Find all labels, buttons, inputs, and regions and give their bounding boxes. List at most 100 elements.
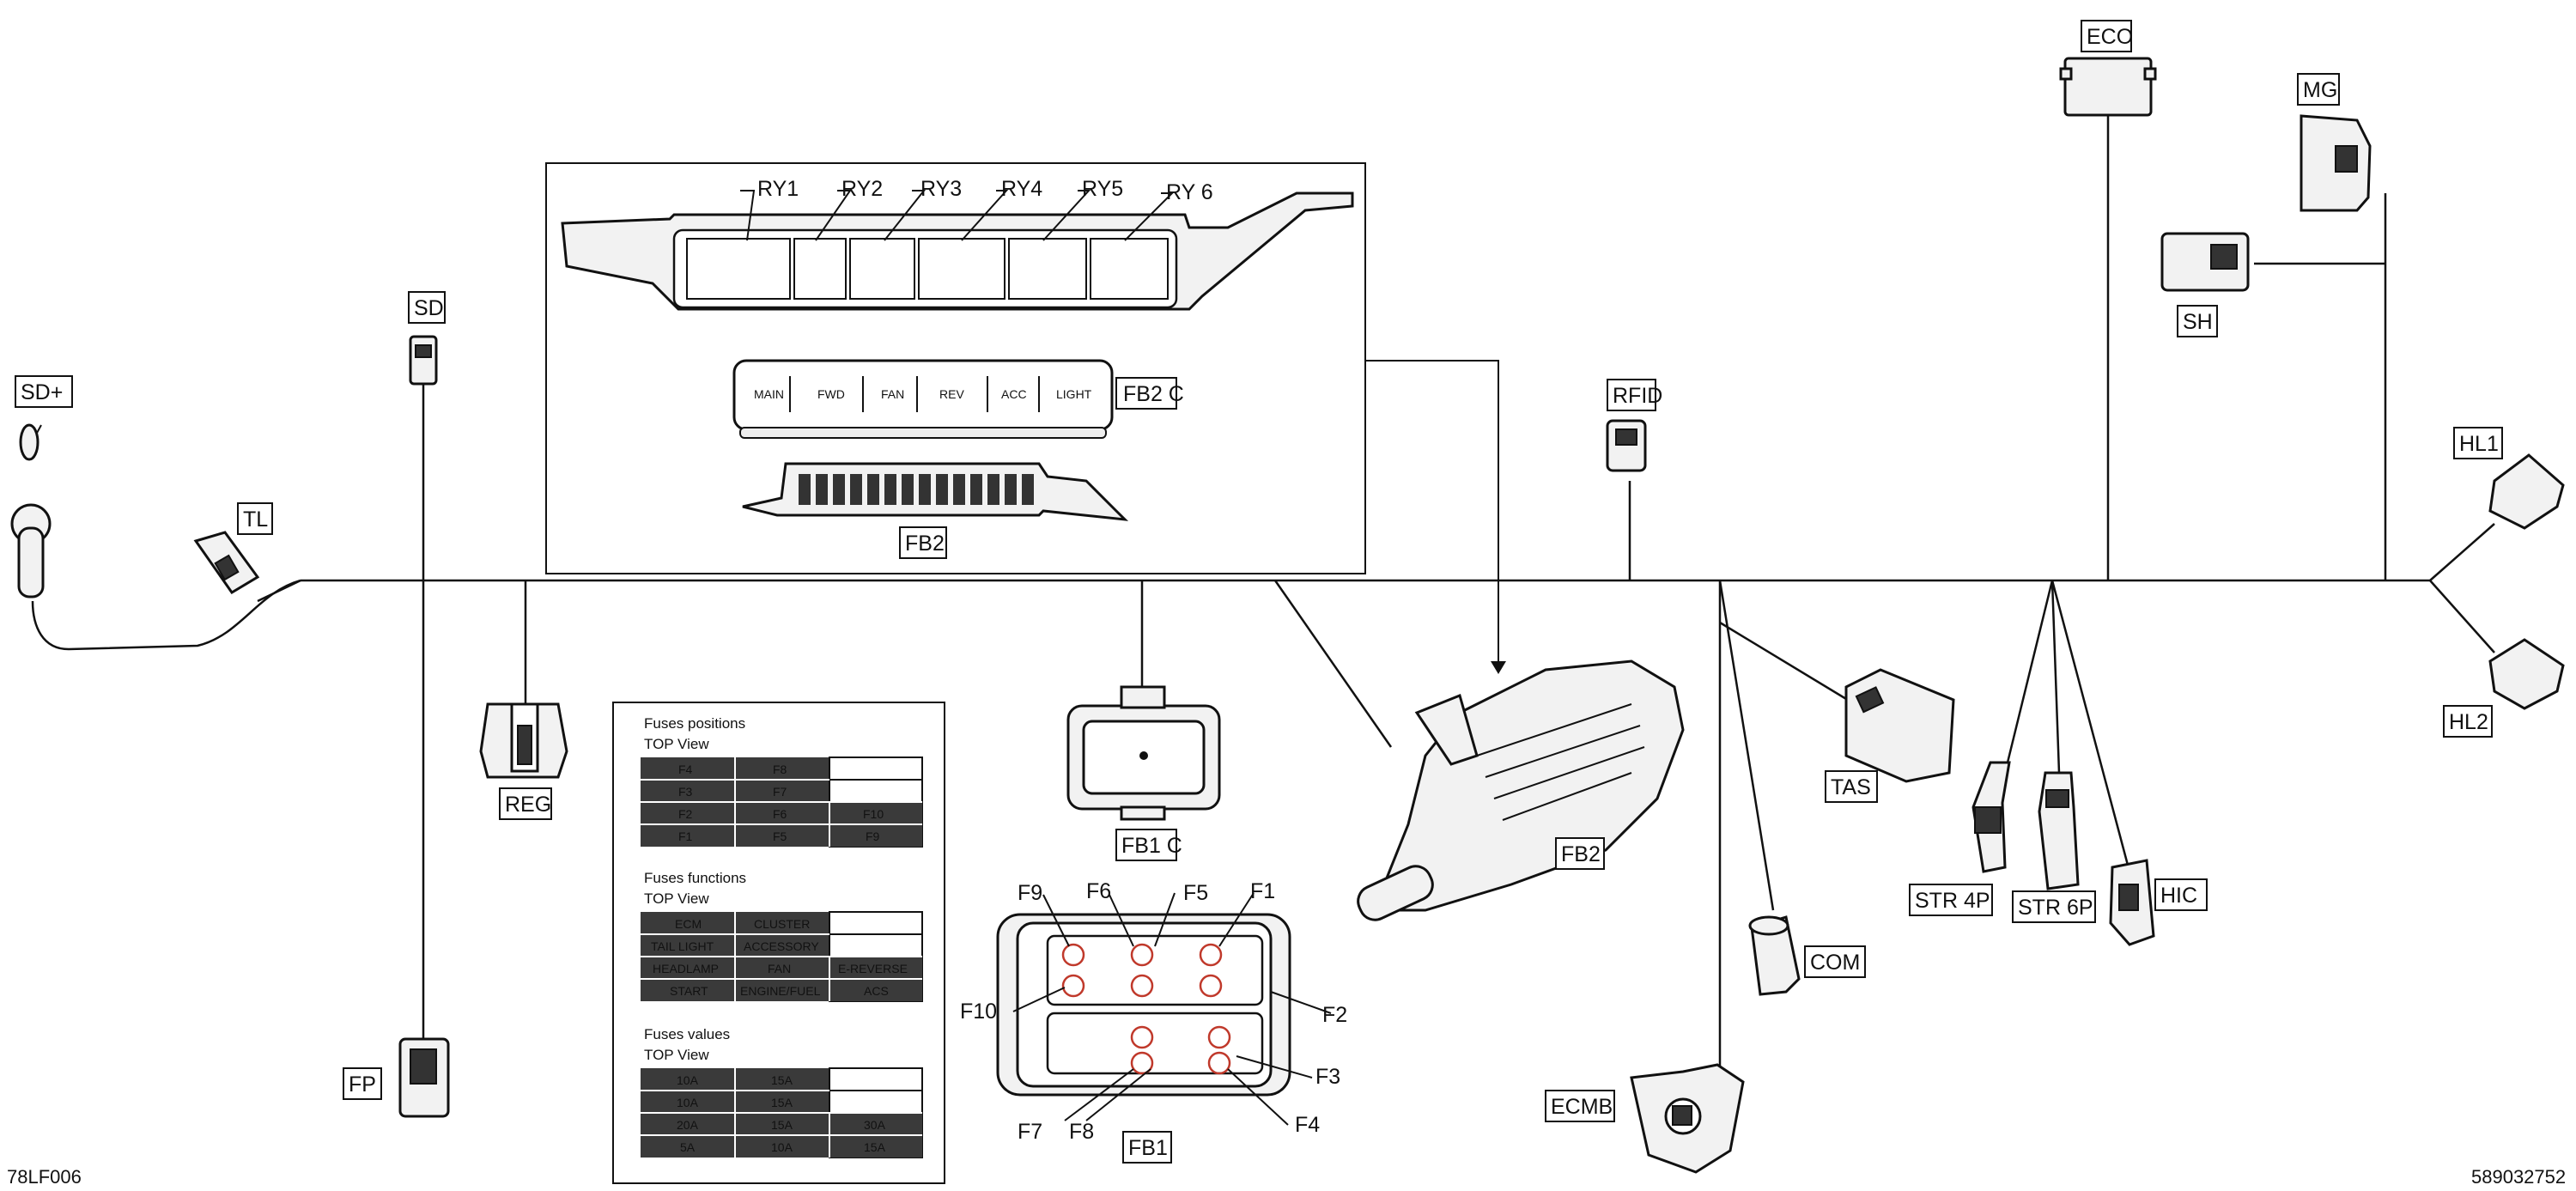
relay-ry2: [793, 238, 847, 300]
func-cell: FAN: [768, 962, 791, 975]
sd-connector: SD: [408, 291, 446, 386]
fuse-positions-title: Fuses positions: [644, 715, 745, 732]
tl-connector: TL: [193, 502, 273, 595]
label-ecmb: ECMB: [1551, 1095, 1613, 1119]
val-cell: 10A: [771, 1140, 793, 1154]
label-hic: HIC: [2160, 884, 2197, 908]
fb1-fuse-f4: F4: [1295, 1113, 1320, 1137]
fuse-functions-table: ECM CLUSTER TAIL LIGHT ACCESSORY HEADLAM…: [641, 911, 923, 1002]
sh-connector: SH: [2160, 232, 2250, 337]
val-cell: 15A: [771, 1073, 793, 1087]
fb1-fuse-f2: F2: [1322, 1003, 1347, 1027]
fuse-values-subtitle: TOP View: [644, 1047, 709, 1063]
relay-label-ry2: RY2: [841, 177, 883, 201]
reg-connector: REG: [479, 702, 568, 820]
val-cell: 5A: [680, 1140, 696, 1154]
label-tl: TL: [243, 507, 268, 532]
fb1-fuse-f1: F1: [1250, 879, 1275, 903]
label-str6p: STR 6P: [2018, 896, 2093, 920]
fb2c-cover: MAIN FWD FAN REV ACC LIGHT FB2 C: [732, 359, 1184, 439]
pos-cell: F3: [678, 785, 693, 799]
fb1-fuse-f6: F6: [1086, 879, 1111, 903]
sd-plus-connector: SD+: [10, 375, 73, 599]
fb1-fuse-f5: F5: [1183, 881, 1208, 905]
hic-connector: HIC: [2109, 859, 2208, 946]
fb2c-slot-fan: FAN: [881, 387, 904, 401]
pos-cell: F5: [773, 829, 787, 843]
func-cell: START: [670, 984, 708, 998]
fb1-fuse-block: FB1 F9 F6 F5 F1 F10 F2 F3 F4 F7 F8: [960, 879, 1347, 1164]
pos-cell: F9: [866, 829, 880, 843]
label-fp: FP: [349, 1073, 376, 1097]
label-hl2: HL2: [2449, 710, 2488, 734]
func-cell: ECM: [675, 917, 702, 931]
func-cell: CLUSTER: [754, 917, 810, 931]
fb1-fuse-f3: F3: [1315, 1065, 1340, 1089]
fb2c-slot-fwd: FWD: [817, 387, 845, 401]
pos-cell: F2: [678, 807, 693, 821]
func-cell: TAIL LIGHT: [651, 939, 714, 953]
pos-cell: F10: [863, 807, 884, 821]
ecmb-connector: ECMB: [1545, 1063, 1745, 1174]
func-cell: E-REVERSE: [838, 962, 908, 975]
fuse-info-panel: Fuses positions TOP View F4 F8 F3 F7 F2 …: [612, 702, 945, 1184]
fb1c-connector: FB1 C: [1066, 685, 1221, 861]
label-fb2-top: FB2: [905, 532, 945, 556]
harness-trunk: [31, 116, 2495, 1078]
relay-ry5: [1008, 238, 1087, 300]
fb2-assembly: FB2: [1357, 659, 1685, 921]
hl2-connector: HL2: [2443, 638, 2565, 738]
relay-label-ry3: RY3: [920, 177, 962, 201]
relay-label-ry1: RY1: [757, 177, 799, 201]
fb1-fuse-f10: F10: [960, 1000, 997, 1024]
func-cell: ACCESSORY: [744, 939, 819, 953]
rfid-connector: RFID: [1606, 379, 1662, 472]
mg-connector: MG: [2297, 73, 2372, 212]
pos-cell: F4: [678, 763, 693, 776]
fuse-positions-subtitle: TOP View: [644, 736, 709, 752]
relay-label-ry5: RY5: [1082, 177, 1123, 201]
relay-label-ry4: RY4: [1001, 177, 1042, 201]
label-str4p: STR 4P: [1915, 889, 1990, 913]
fb2c-slot-acc: ACC: [1001, 387, 1027, 401]
label-sd-plus: SD+: [21, 380, 63, 404]
str4p-connector: STR 4P: [1909, 761, 2011, 916]
val-cell: 10A: [677, 1073, 699, 1087]
fuse-functions-subtitle: TOP View: [644, 890, 709, 907]
fb2c-slot-main: MAIN: [754, 387, 784, 401]
val-cell: 10A: [677, 1096, 699, 1109]
relay-ry1: [686, 238, 791, 300]
com-connector: COM: [1748, 915, 1866, 996]
eco-connector: ECO: [2059, 20, 2157, 117]
val-cell: 15A: [771, 1096, 793, 1109]
label-fb2-main: FB2: [1561, 842, 1601, 866]
pos-cell: F8: [773, 763, 787, 776]
label-sh: SH: [2183, 310, 2213, 334]
pos-cell: F7: [773, 785, 787, 799]
func-cell: ENGINE/FUEL: [740, 984, 821, 998]
label-hl1: HL1: [2459, 432, 2499, 456]
fp-connector: FP: [343, 1037, 450, 1118]
tas-connector: TAS: [1825, 668, 1955, 803]
str6p-connector: STR 6P: [2012, 771, 2096, 923]
fb2c-slot-rev: REV: [939, 387, 964, 401]
fb2-inset-panel: RY1 RY2 RY3 RY4 RY5 RY 6 MAIN FWD FAN RE…: [545, 162, 1366, 574]
hl1-connector: HL1: [2453, 427, 2565, 530]
label-reg: REG: [505, 793, 551, 817]
fb2-base: FB2: [742, 462, 1129, 559]
val-cell: 15A: [771, 1118, 793, 1132]
fuse-values-title: Fuses values: [644, 1026, 730, 1042]
val-cell: 30A: [864, 1118, 886, 1132]
fuse-positions-table: F4 F8 F3 F7 F2 F6 F10 F1 F5 F9: [641, 757, 923, 848]
drawing-code-right: 589032752: [2471, 1166, 2566, 1188]
fb2c-slot-light: LIGHT: [1056, 387, 1092, 401]
label-fb1: FB1: [1128, 1136, 1168, 1160]
relay-label-ry6: RY 6: [1166, 180, 1213, 204]
label-tas: TAS: [1831, 775, 1871, 799]
pos-cell: F6: [773, 807, 787, 821]
val-cell: 15A: [864, 1140, 886, 1154]
label-rfid: RFID: [1613, 384, 1662, 408]
fb1-fuse-f7: F7: [1018, 1120, 1042, 1144]
fuse-functions-title: Fuses functions: [644, 870, 746, 886]
